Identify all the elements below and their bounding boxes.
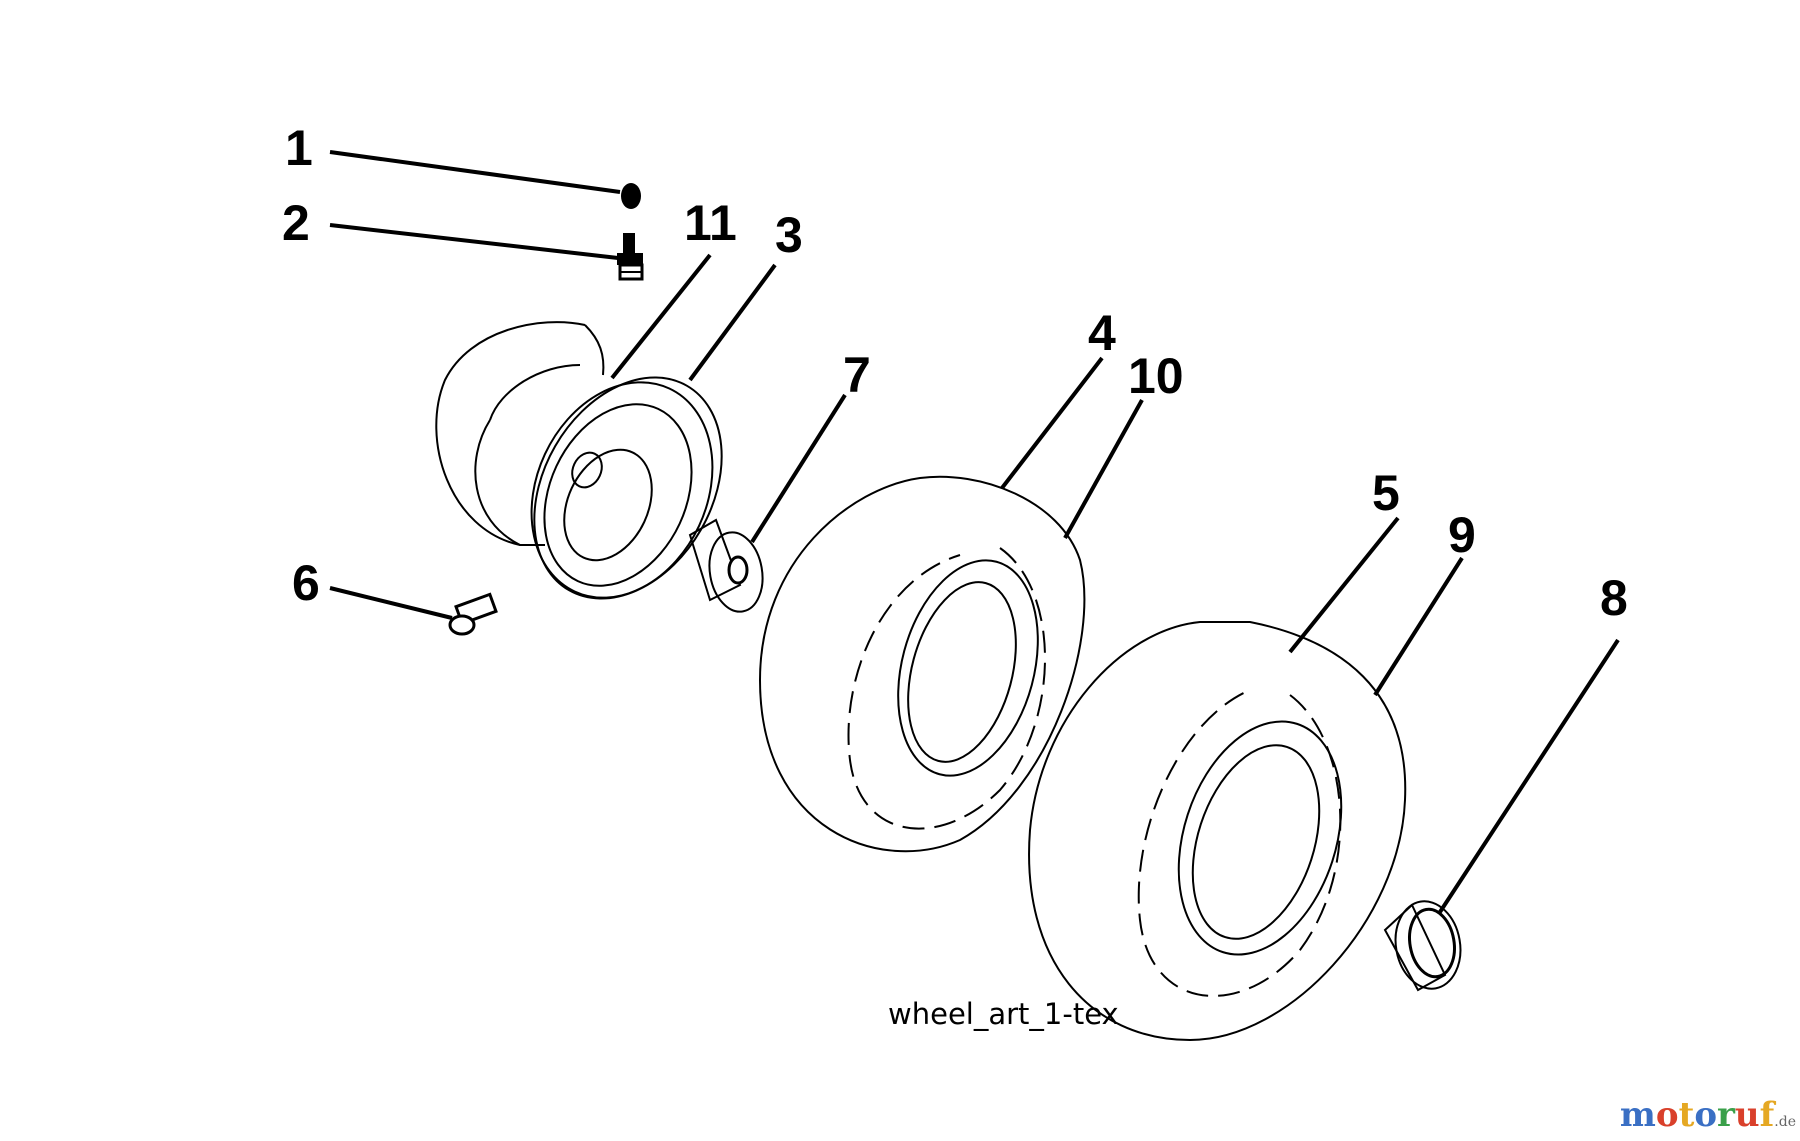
brand-letter: r (1717, 1095, 1735, 1135)
leader-lines (329, 150, 1620, 914)
part-rim (435, 321, 714, 599)
brand-letter: o (1655, 1095, 1679, 1135)
callout-10: 10 (1128, 348, 1184, 404)
callout-11: 11 (684, 195, 737, 251)
part-valve-cap (621, 183, 641, 209)
brand-letter: f (1759, 1095, 1775, 1135)
brand-letter: m (1619, 1095, 1656, 1135)
brand-logo: motoruf.de (1620, 1095, 1796, 1135)
callout-2: 2 (282, 195, 310, 251)
part-front-tire (758, 475, 1086, 853)
callout-4: 4 (1088, 305, 1116, 361)
callout-3: 3 (775, 207, 803, 263)
part-rear-tire (1028, 621, 1407, 1042)
diagram-caption: wheel_art_1-tex (888, 997, 1119, 1031)
callout-1: 1 (285, 120, 313, 176)
part-bolt (448, 592, 498, 636)
part-valve-stem (617, 233, 644, 281)
callout-7: 7 (843, 347, 871, 403)
brand-suffix: .de (1774, 1114, 1796, 1130)
brand-letter: o (1694, 1095, 1717, 1135)
callout-5: 5 (1372, 465, 1400, 521)
part-ring-seal (533, 376, 723, 600)
brand-letter: u (1734, 1095, 1760, 1135)
part-hub-cap (1383, 900, 1462, 992)
brand-letter: t (1678, 1095, 1695, 1135)
part-bushing (688, 518, 764, 613)
callout-6: 6 (292, 555, 320, 611)
callout-8: 8 (1600, 570, 1628, 626)
callout-9: 9 (1448, 507, 1476, 563)
